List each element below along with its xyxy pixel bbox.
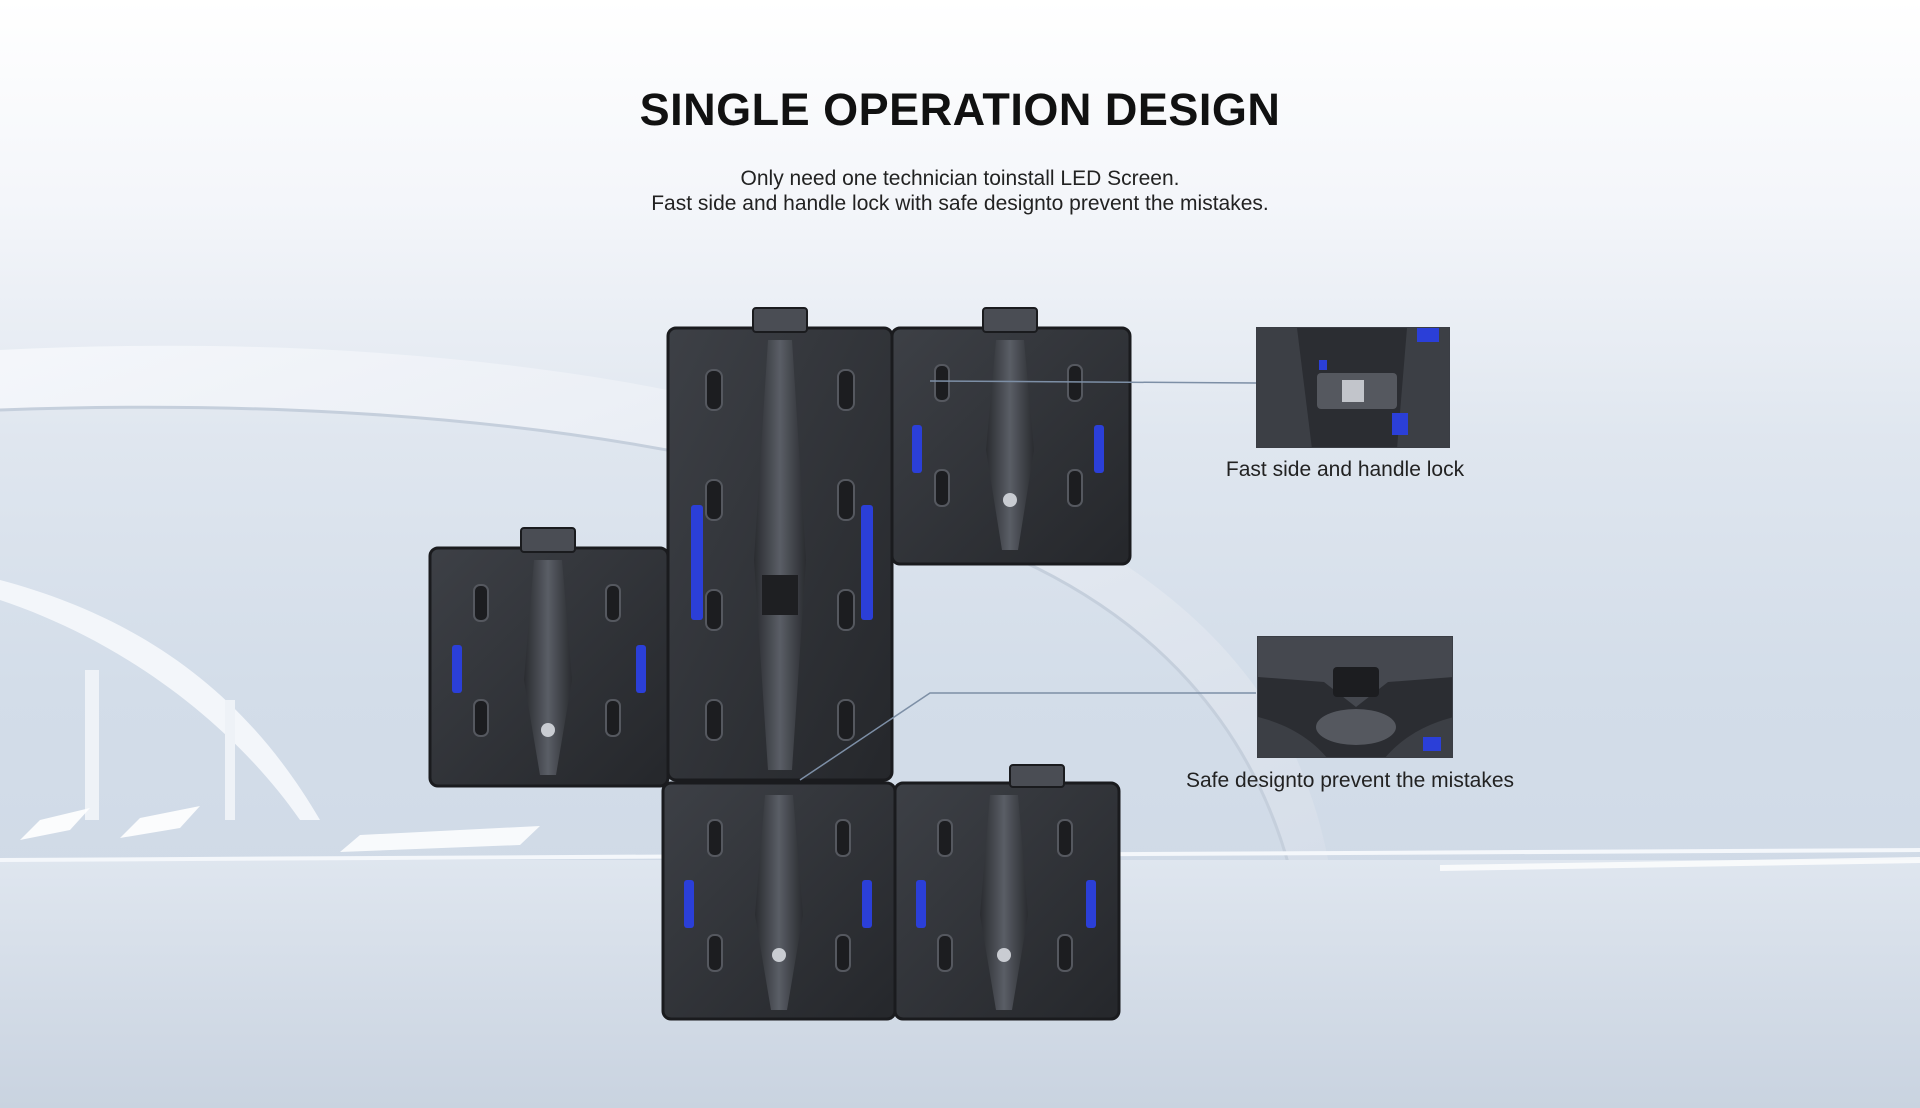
led-cabinet-left: [428, 527, 670, 788]
led-cabinet-top-right: [890, 307, 1132, 566]
leader-line-handle-lock: [929, 380, 1257, 384]
description-line-2: Fast side and handle lock with safe desi…: [651, 192, 1269, 215]
handle-lock-closeup-graphic: [1257, 328, 1449, 447]
callout-caption-handle-lock: Fast side and handle lock: [1225, 458, 1465, 481]
leader-line-safe-design: [799, 692, 1256, 781]
led-cabinet-tall: [666, 307, 894, 782]
handle-lock-closeup-image: [1256, 327, 1450, 448]
page-title: SINGLE OPERATION DESIGN: [639, 84, 1281, 135]
led-cabinet-bottom-left: [661, 781, 897, 1021]
led-cabinet-bottom-right: [893, 764, 1121, 1021]
safe-design-closeup-image: [1257, 636, 1453, 758]
description-line-1: Only need one technician toinstall LED S…: [740, 167, 1180, 190]
callout-caption-safe-design: Safe designto prevent the mistakes: [1185, 769, 1515, 792]
safe-design-closeup-graphic: [1258, 637, 1452, 757]
page-description: Only need one technician toinstall LED S…: [0, 166, 1920, 216]
